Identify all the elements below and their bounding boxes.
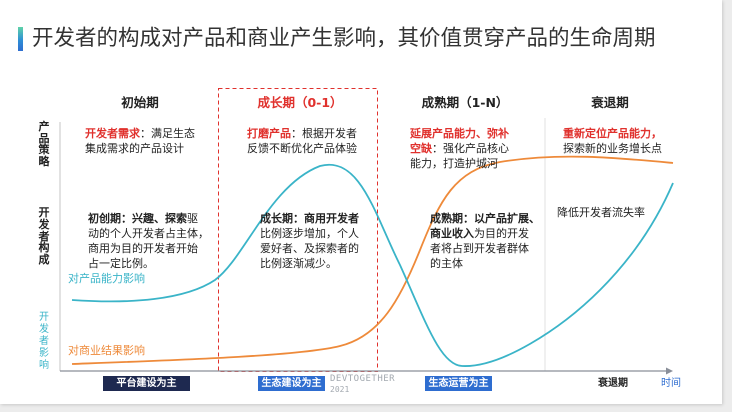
row-label-impact: 开发者影响	[39, 312, 49, 371]
text-line: 空缺：强化产品核心	[410, 141, 509, 156]
body-text: 探索新的业务增长点	[563, 141, 662, 155]
text-line: 延展产品能力、弥补	[410, 126, 509, 141]
stage-decline: 衰退期	[598, 378, 628, 389]
lifecycle-diagram	[59, 88, 674, 375]
highlight-text: 延展产品能力、弥补	[410, 126, 509, 140]
strategy-growth: 打磨产品：根据开发者反馈不断优化产品体验	[247, 126, 357, 156]
page-title: 开发者的构成对产品和商业产生影响，其价值贯穿产品的生命周期	[32, 26, 656, 51]
strategy-initial: 开发者需求：满足生态集成需求的产品设计	[85, 126, 195, 156]
logo-wordmark: DEVTOGETHER	[330, 374, 396, 384]
body-text: 降低开发者流失率	[557, 205, 645, 219]
bold-text: 成长期：商用开发者	[260, 211, 359, 225]
text-line: 的主体	[430, 256, 540, 271]
slide: 开发者的构成对产品和商业产生影响，其价值贯穿产品的生命周期 初始期 成长期（0-…	[0, 0, 722, 404]
text-line: 成长期：商用开发者	[260, 211, 359, 226]
body-text: 反馈不断优化产品体验	[247, 141, 357, 155]
time-axis-arrow-icon	[666, 367, 673, 375]
text-line: 者将占到开发者群体	[430, 241, 540, 256]
body-text: ：强化产品核心	[432, 141, 509, 155]
product-impact-curve	[71, 163, 674, 367]
text-line: 占一定比例。	[88, 256, 209, 271]
body-text: 商用为目的开发者开始	[88, 241, 198, 255]
text-line: 动的个人开发者占主体，	[88, 226, 209, 241]
stage-platform-build: 平台建设为主	[103, 376, 190, 391]
text-line: 初创期：兴趣、探索驱	[88, 211, 209, 226]
row-label-composition: 开发者构成	[38, 206, 50, 267]
composition-decline: 降低开发者流失率	[557, 205, 645, 220]
body-text: 为目的开发	[474, 226, 529, 240]
highlight-text: 开发者需求	[85, 126, 140, 140]
text-line: 开发者需求：满足生态	[85, 126, 195, 141]
logo-year: 2021	[330, 385, 350, 394]
bold-text: 初创期：兴趣、探索	[88, 211, 187, 225]
text-line: 爱好者、及探索者的	[260, 241, 359, 256]
text-line: 成熟期：以产品扩展、	[430, 211, 540, 226]
composition-growth: 成长期：商用开发者比例逐步增加，个人爱好者、及探索者的比例逐渐减少。	[260, 211, 359, 271]
body-text: 动的个人开发者占主体，	[88, 226, 209, 240]
stage-ecosystem-ops: 生态运营为主	[425, 376, 492, 391]
bold-text: 商业收入	[430, 226, 474, 240]
text-line: 比例逐渐减少。	[260, 256, 359, 271]
composition-initial: 初创期：兴趣、探索驱动的个人开发者占主体，商用为目的开发者开始占一定比例。	[88, 211, 209, 271]
composition-mature: 成熟期：以产品扩展、商业收入为目的开发者将占到开发者群体的主体	[430, 211, 540, 271]
text-line: 能力，打造护城河	[410, 156, 509, 171]
body-text: 占一定比例。	[88, 256, 154, 270]
product-impact-label: 对产品能力影响	[68, 272, 145, 285]
body-text: ：根据开发者	[291, 126, 357, 140]
strategy-decline: 重新定位产品能力，探索新的业务增长点	[563, 126, 662, 156]
highlight-text: 重新定位产品能力，	[563, 126, 662, 140]
body-text: 集成需求的产品设计	[85, 141, 184, 155]
business-impact-label: 对商业结果影响	[68, 344, 145, 357]
title-accent-bar	[18, 27, 23, 51]
body-text: 比例逐渐减少。	[260, 256, 337, 270]
highlight-text: 空缺	[410, 141, 432, 155]
text-line: 商业收入为目的开发	[430, 226, 540, 241]
phase-header-growth: 成长期（0-1）	[257, 95, 343, 110]
body-text: 者将占到开发者群体	[430, 241, 529, 255]
time-axis-label: 时间	[661, 378, 681, 389]
bold-text: 成熟期：以产品扩展、	[430, 211, 540, 225]
text-line: 打磨产品：根据开发者	[247, 126, 357, 141]
text-line: 重新定位产品能力，	[563, 126, 662, 141]
body-text: 爱好者、及探索者的	[260, 241, 359, 255]
text-line: 降低开发者流失率	[557, 205, 645, 220]
text-line: 反馈不断优化产品体验	[247, 141, 357, 156]
text-line: 比例逐步增加，个人	[260, 226, 359, 241]
text-line: 商用为目的开发者开始	[88, 241, 209, 256]
highlight-text: 打磨产品	[247, 126, 291, 140]
body-text: ：满足生态	[140, 126, 195, 140]
business-impact-curve	[71, 155, 674, 365]
text-line: 集成需求的产品设计	[85, 141, 195, 156]
phase-header-decline: 衰退期	[591, 95, 629, 110]
phase-header-initial: 初始期	[121, 95, 159, 110]
row-label-strategy: 产品策略	[38, 120, 50, 169]
body-text: 驱	[187, 211, 198, 225]
text-line: 探索新的业务增长点	[563, 141, 662, 156]
phase-header-mature: 成熟期（1-N）	[421, 95, 509, 110]
body-text: 的主体	[430, 256, 463, 270]
stage-ecosystem-build: 生态建设为主	[258, 376, 325, 391]
body-text: 比例逐步增加，个人	[260, 226, 359, 240]
body-text: 能力，打造护城河	[410, 156, 498, 170]
strategy-mature: 延展产品能力、弥补空缺：强化产品核心能力，打造护城河	[410, 126, 509, 171]
devtogether-logo: DEVTOGETHER 2021	[330, 374, 395, 395]
